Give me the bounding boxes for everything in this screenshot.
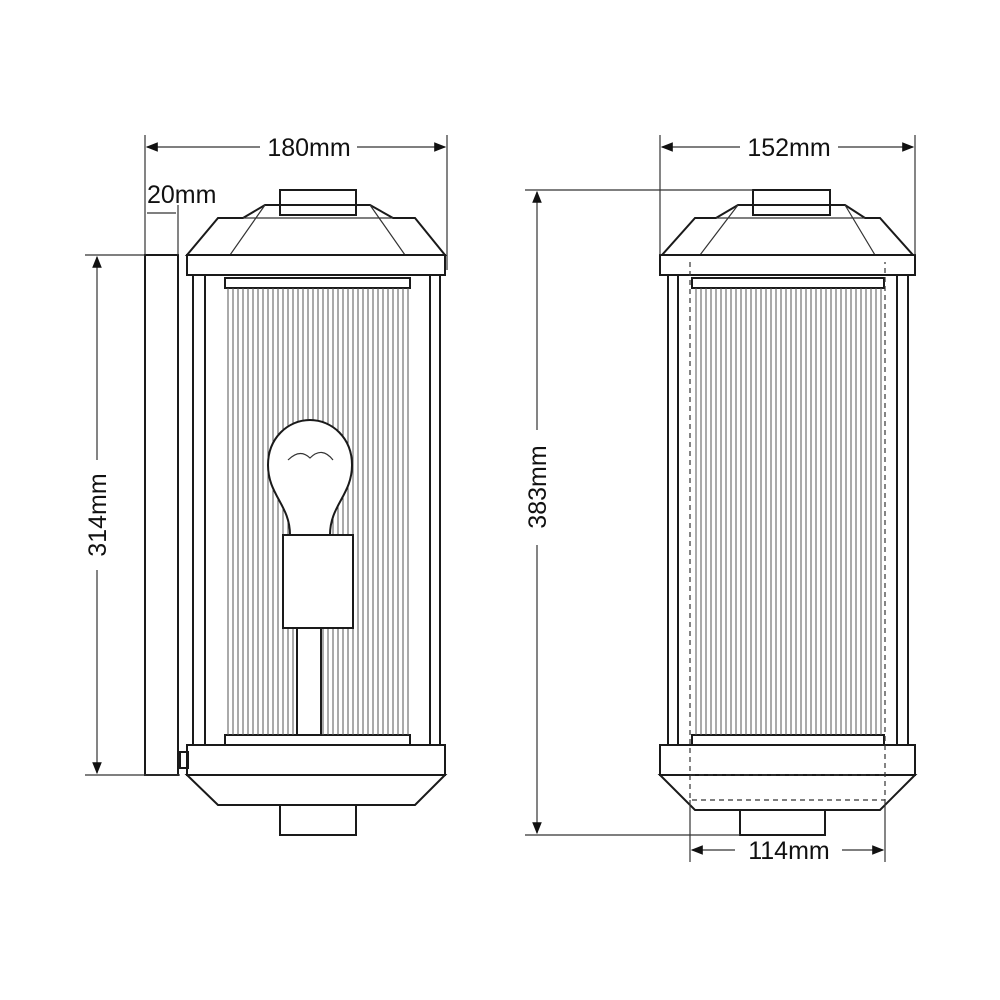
dimension-total-height: 383mm xyxy=(524,189,753,836)
label-20mm: 20mm xyxy=(147,181,216,209)
label-114mm: 114mm xyxy=(748,837,830,865)
bottom-band xyxy=(186,744,446,776)
wall-plate xyxy=(144,254,179,776)
dimension-wall-plate: 20mm xyxy=(147,181,216,255)
bulb-socket xyxy=(282,534,354,629)
top-cap xyxy=(752,189,831,216)
front-view-lamp xyxy=(657,189,918,836)
bottom-roof xyxy=(657,774,918,811)
top-roof xyxy=(184,204,448,256)
top-roof xyxy=(659,204,916,256)
bulb-stem xyxy=(296,627,322,736)
dimension-base-width: 114mm xyxy=(689,800,886,865)
dimension-side-width: 180mm xyxy=(144,134,448,270)
label-180mm: 180mm xyxy=(267,134,350,162)
side-view-lamp xyxy=(144,189,448,836)
dimension-side-height: 314mm xyxy=(84,254,180,776)
top-cap xyxy=(279,189,357,216)
bottom-roof xyxy=(184,774,448,806)
top-band xyxy=(186,254,446,276)
bulb xyxy=(266,418,354,736)
bottom-band xyxy=(659,744,916,776)
bottom-cap xyxy=(739,809,826,836)
top-band xyxy=(659,254,916,276)
glass-fluting xyxy=(695,288,882,735)
label-383mm: 383mm xyxy=(524,445,552,528)
dimension-front-width: 152mm xyxy=(659,134,916,255)
label-314mm: 314mm xyxy=(84,473,112,556)
bottom-cap xyxy=(279,804,357,836)
label-152mm: 152mm xyxy=(747,134,830,162)
